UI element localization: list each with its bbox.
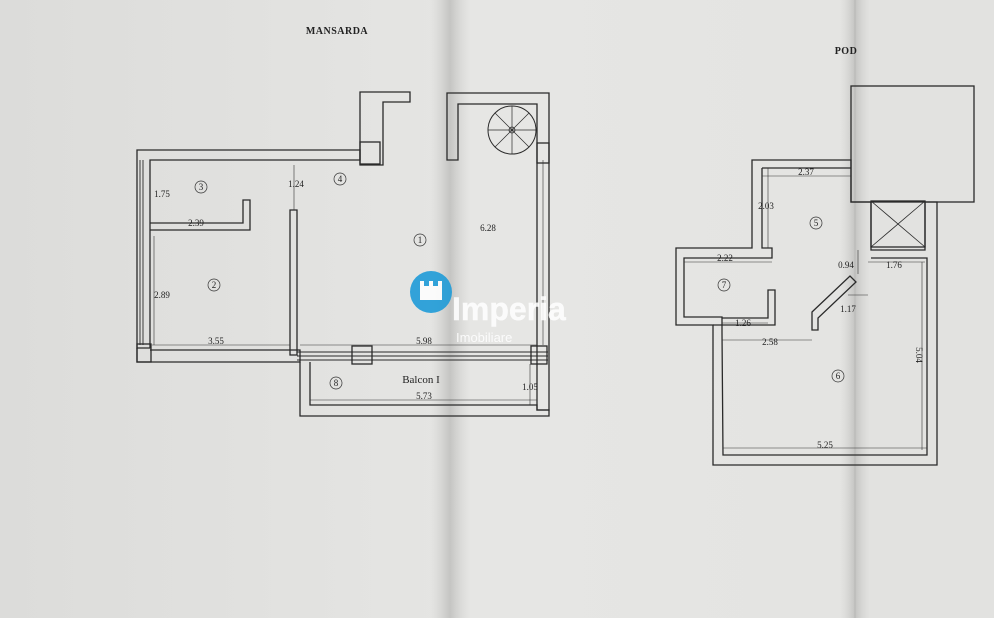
- dim-126: 1.26: [735, 318, 751, 328]
- room-marker-8: 8: [329, 376, 343, 390]
- roof-block: [850, 85, 975, 203]
- room7-wall: [713, 289, 776, 326]
- svg-text:8: 8: [334, 378, 339, 388]
- svg-text:3: 3: [199, 182, 204, 192]
- dim-289: 2.89: [154, 290, 170, 300]
- balcony-wall: [299, 362, 550, 417]
- pod-outer-wall: [675, 159, 938, 466]
- mansarda-title: MANSARDA: [306, 26, 369, 37]
- room-marker-1: 1: [413, 233, 427, 247]
- dim-222: 2.22: [717, 253, 733, 263]
- watermark-subtitle: Imobiliare: [456, 330, 512, 345]
- dim-175: 1.75: [154, 189, 170, 199]
- dim-573: 5.73: [416, 391, 432, 401]
- chimney-wall: [359, 91, 411, 166]
- spiral-stair: [487, 105, 537, 155]
- dim-525: 5.25: [817, 440, 833, 450]
- stair-room-wall: [446, 92, 550, 411]
- room-marker-2: 2: [207, 278, 221, 292]
- svg-text:2: 2: [212, 280, 217, 290]
- dim-124: 1.24: [288, 179, 304, 189]
- dim-355: 3.55: [208, 336, 224, 346]
- balcony-label: Balcon I: [402, 374, 440, 386]
- svg-text:5: 5: [814, 218, 819, 228]
- watermark: Imperia Imobiliare: [410, 271, 566, 345]
- corner-column: [136, 343, 152, 363]
- dim-203: 2.03: [758, 201, 774, 211]
- room-marker-5: 5: [809, 216, 823, 230]
- dim-628: 6.28: [480, 223, 496, 233]
- dim-239: 2.39: [188, 218, 204, 228]
- paper-right-panel: [855, 0, 994, 618]
- svg-text:6: 6: [836, 371, 841, 381]
- dim-598: 5.98: [416, 336, 432, 346]
- balcony-column-right: [530, 345, 548, 365]
- svg-text:7: 7: [722, 280, 727, 290]
- dim-105: 1.05: [522, 382, 538, 392]
- dim-117: 1.17: [840, 304, 856, 314]
- partition-wall: [289, 209, 298, 356]
- dim-094: 0.94: [838, 260, 854, 270]
- dim-176: 1.76: [886, 260, 902, 270]
- room-marker-3: 3: [194, 180, 208, 194]
- pod-inner-wall: [683, 167, 928, 456]
- watermark-brand: Imperia: [452, 291, 566, 327]
- dim-504: 5.04: [914, 347, 924, 363]
- room-marker-7: 7: [717, 278, 731, 292]
- mansarda-plan: 1 2 3 4 8 Balcon I 1.75 1.24 2.39 6.28 2…: [136, 91, 550, 417]
- balcony-column: [351, 345, 373, 365]
- room-marker-6: 6: [831, 369, 845, 383]
- svg-text:1: 1: [418, 235, 423, 245]
- pod-title: POD: [835, 46, 858, 57]
- dim-258: 2.58: [762, 337, 778, 347]
- diagonal-wall: [811, 275, 857, 331]
- dim-237: 2.37: [798, 167, 814, 177]
- svg-text:4: 4: [338, 174, 343, 184]
- room-marker-4: 4: [333, 172, 347, 186]
- pod-plan: 5 6 7 2.37 2.03 2.22 0.94 1.76 1.17 1.26…: [675, 85, 975, 466]
- stair-void-diag-2: [870, 200, 926, 248]
